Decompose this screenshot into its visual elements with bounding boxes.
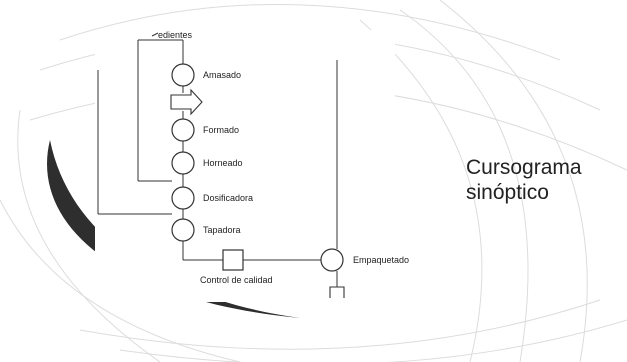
ingredients-arrow-tick: [151, 32, 159, 37]
flow-lines: [97, 39, 338, 287]
step-label: Tapadora: [203, 225, 241, 235]
inspection-control-calidad: Control de calidad: [200, 249, 273, 285]
slide-title-line-1: Cursograma: [466, 156, 582, 179]
inspection-label: Control de calidad: [200, 275, 273, 285]
operation-tapadora: Tapadora: [171, 218, 241, 242]
operation-dosificadora: Dosificadora: [171, 186, 253, 210]
diagram-panel: [95, 30, 395, 302]
operation-amasado: Amasado: [171, 63, 241, 87]
storage-icon: [329, 286, 345, 298]
ingredients-label: edientes: [158, 30, 193, 40]
operation-empaquetado: Empaquetado: [320, 248, 409, 272]
operation-formado: Formado: [171, 118, 239, 142]
step-label: Horneado: [203, 158, 243, 168]
final-step-label: Empaquetado: [353, 255, 409, 265]
slide-title-line-2: sinóptico: [466, 181, 549, 204]
transport-arrow-icon: [170, 88, 203, 116]
step-label: Amasado: [203, 70, 241, 80]
step-label: Formado: [203, 125, 239, 135]
operation-horneado: Horneado: [171, 151, 243, 175]
step-label: Dosificadora: [203, 193, 253, 203]
